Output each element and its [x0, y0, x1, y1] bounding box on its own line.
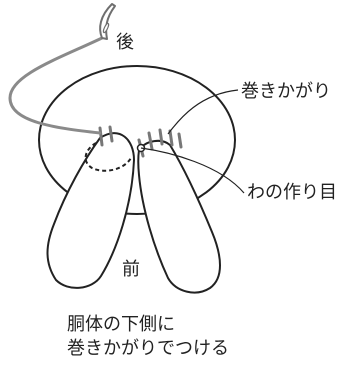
front-label: 前	[122, 259, 140, 280]
right-leg-whipstitches	[137, 128, 183, 158]
left-leg-whipstitches	[98, 125, 114, 147]
caption: 胴体の下側に 巻きかがりでつける	[67, 313, 229, 361]
back-label: 後	[116, 32, 134, 53]
left-leg-hidden-edge	[84, 142, 132, 172]
whipstitch-label: 巻きかがり	[241, 81, 331, 102]
caption-line-1: 胴体の下側に	[67, 314, 175, 335]
yarn-strand	[8, 36, 104, 135]
left-leg	[46, 132, 136, 289]
ring-start-leader-line	[140, 147, 245, 194]
right-leg	[137, 139, 221, 294]
needle-icon	[99, 3, 116, 40]
whipstitch-leader-line	[167, 89, 239, 135]
caption-line-2: 巻きかがりでつける	[67, 338, 229, 359]
ring-start-label: わの作り目	[247, 182, 337, 203]
